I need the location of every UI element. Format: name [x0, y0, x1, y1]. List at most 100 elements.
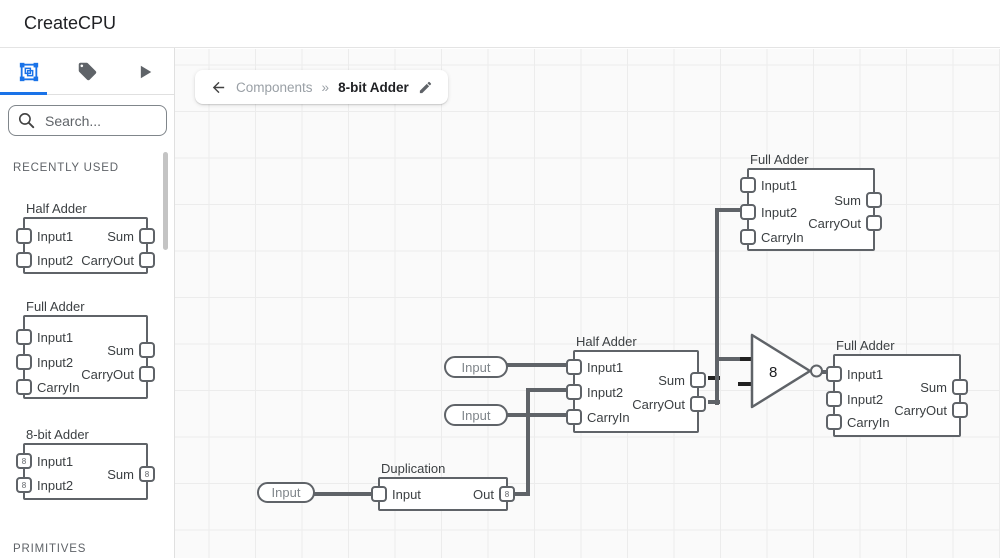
node-full-adder-top[interactable]: Full Adder Input1 Input2 CarryIn Sum Car…	[740, 152, 882, 251]
port-connector[interactable]	[139, 228, 155, 244]
port-sum[interactable]: Sum	[829, 192, 882, 208]
port-connector[interactable]: 8	[139, 466, 155, 482]
port-connector[interactable]: 8	[16, 477, 32, 493]
wire[interactable]	[526, 388, 530, 496]
port-input1[interactable]: 8 Input1	[16, 453, 78, 469]
port-connector[interactable]	[826, 366, 842, 382]
node-title: Full Adder	[750, 152, 809, 167]
port-connector[interactable]	[371, 486, 387, 502]
port-label: Input2	[847, 391, 884, 407]
port-input1[interactable]: Input1	[740, 177, 802, 193]
port-connector[interactable]	[740, 204, 756, 220]
wire[interactable]	[506, 363, 568, 367]
port-input2[interactable]: Input2	[826, 391, 888, 407]
port-connector[interactable]	[826, 414, 842, 430]
search-input[interactable]	[8, 105, 167, 136]
port-carryout[interactable]: CarryOut	[76, 366, 155, 382]
tab-tags[interactable]	[58, 48, 116, 95]
port-carryout[interactable]: CarryOut	[889, 402, 968, 418]
gate-input-stub[interactable]	[738, 382, 752, 386]
port-connector[interactable]	[139, 366, 155, 382]
input-pill[interactable]: Input	[444, 404, 508, 426]
port-input2[interactable]: Input2	[740, 204, 802, 220]
node-full-adder-right[interactable]: Full Adder Input1 Input2 CarryIn Sum Car…	[826, 338, 968, 437]
sidebar-component-8bit-adder[interactable]: 8-bit Adder 8 Input1 8 Input2 8 Sum	[16, 427, 155, 500]
input-pill[interactable]: Input	[444, 356, 508, 378]
port-sum[interactable]: Sum	[102, 228, 155, 244]
port-sum[interactable]: Sum	[915, 379, 968, 395]
port-connector[interactable]	[690, 372, 706, 388]
port-input1[interactable]: Input1	[826, 366, 888, 382]
port-carryout[interactable]: CarryOut	[76, 252, 155, 268]
tab-components[interactable]	[0, 48, 58, 95]
port-connector[interactable]	[139, 252, 155, 268]
sidebar-component-half-adder[interactable]: Half Adder Input1 Input2 Sum CarryOut	[16, 201, 155, 274]
port-connector[interactable]	[16, 379, 32, 395]
node-half-adder[interactable]: Half Adder Input1 Input2 CarryIn Sum Car…	[566, 334, 706, 433]
port-connector[interactable]: 8	[499, 486, 515, 502]
port-input[interactable]: Input	[371, 486, 426, 502]
port-connector[interactable]	[740, 177, 756, 193]
port-input2[interactable]: Input2	[16, 354, 78, 370]
port-out[interactable]: 8 Out	[468, 486, 515, 502]
wire[interactable]	[512, 492, 530, 496]
tab-simulate[interactable]	[116, 48, 174, 95]
wire[interactable]	[526, 388, 568, 392]
wire[interactable]	[708, 376, 720, 380]
port-connector[interactable]	[566, 384, 582, 400]
port-carryout[interactable]: CarryOut	[627, 396, 706, 412]
back-button[interactable]	[210, 79, 227, 96]
wire[interactable]	[506, 413, 568, 417]
wire[interactable]	[820, 370, 828, 374]
sidebar-scrollbar[interactable]	[163, 152, 168, 250]
port-carryin[interactable]: CarryIn	[16, 379, 85, 395]
sidebar-component-full-adder[interactable]: Full Adder Input1 Input2 CarryIn Sum Car…	[16, 299, 155, 399]
port-label: CarryIn	[587, 409, 630, 425]
port-input2[interactable]: Input2	[566, 384, 628, 400]
port-label: Input1	[847, 366, 884, 382]
port-connector[interactable]	[866, 215, 882, 231]
wire[interactable]	[708, 400, 720, 404]
port-connector[interactable]	[139, 342, 155, 358]
port-connector[interactable]	[952, 402, 968, 418]
port-connector[interactable]	[566, 359, 582, 375]
port-input1[interactable]: Input1	[16, 329, 78, 345]
wire[interactable]	[715, 208, 743, 212]
port-carryout[interactable]: CarryOut	[803, 215, 882, 231]
breadcrumb-parent[interactable]: Components	[236, 79, 313, 95]
port-label: Input2	[37, 477, 74, 493]
port-connector[interactable]	[952, 379, 968, 395]
wire[interactable]	[715, 357, 742, 361]
port-connector[interactable]	[690, 396, 706, 412]
breadcrumb: Components » 8-bit Adder	[195, 70, 448, 104]
port-input2[interactable]: Input2	[16, 252, 78, 268]
port-connector[interactable]	[16, 354, 32, 370]
port-input1[interactable]: Input1	[16, 228, 78, 244]
port-connector[interactable]	[566, 409, 582, 425]
port-input2[interactable]: 8 Input2	[16, 477, 78, 493]
port-sum[interactable]: Sum	[102, 342, 155, 358]
port-carryin[interactable]: CarryIn	[740, 229, 809, 245]
port-connector[interactable]	[16, 228, 32, 244]
port-sum[interactable]: Sum	[653, 372, 706, 388]
circuit-canvas[interactable]: Components » 8-bit Adder Input Input Inp…	[175, 49, 1000, 558]
port-connector[interactable]	[740, 229, 756, 245]
port-carryin[interactable]: CarryIn	[826, 414, 895, 430]
port-connector[interactable]	[826, 391, 842, 407]
wire[interactable]	[311, 492, 376, 496]
node-duplication[interactable]: Duplication Input 8 Out	[371, 461, 515, 511]
port-sum[interactable]: 8 Sum	[102, 466, 155, 482]
input-pill[interactable]: Input	[257, 482, 315, 503]
port-connector[interactable]	[16, 252, 32, 268]
not-gate-8bit[interactable]: 8	[748, 331, 832, 415]
wire[interactable]	[715, 208, 719, 405]
port-connector[interactable]	[866, 192, 882, 208]
port-connector[interactable]	[16, 329, 32, 345]
gate-input-stub[interactable]	[740, 357, 752, 361]
gate-bitwidth-label: 8	[769, 364, 777, 381]
port-connector[interactable]: 8	[16, 453, 32, 469]
port-label: Input2	[761, 204, 798, 220]
port-carryin[interactable]: CarryIn	[566, 409, 635, 425]
port-input1[interactable]: Input1	[566, 359, 628, 375]
edit-icon[interactable]	[418, 80, 433, 95]
